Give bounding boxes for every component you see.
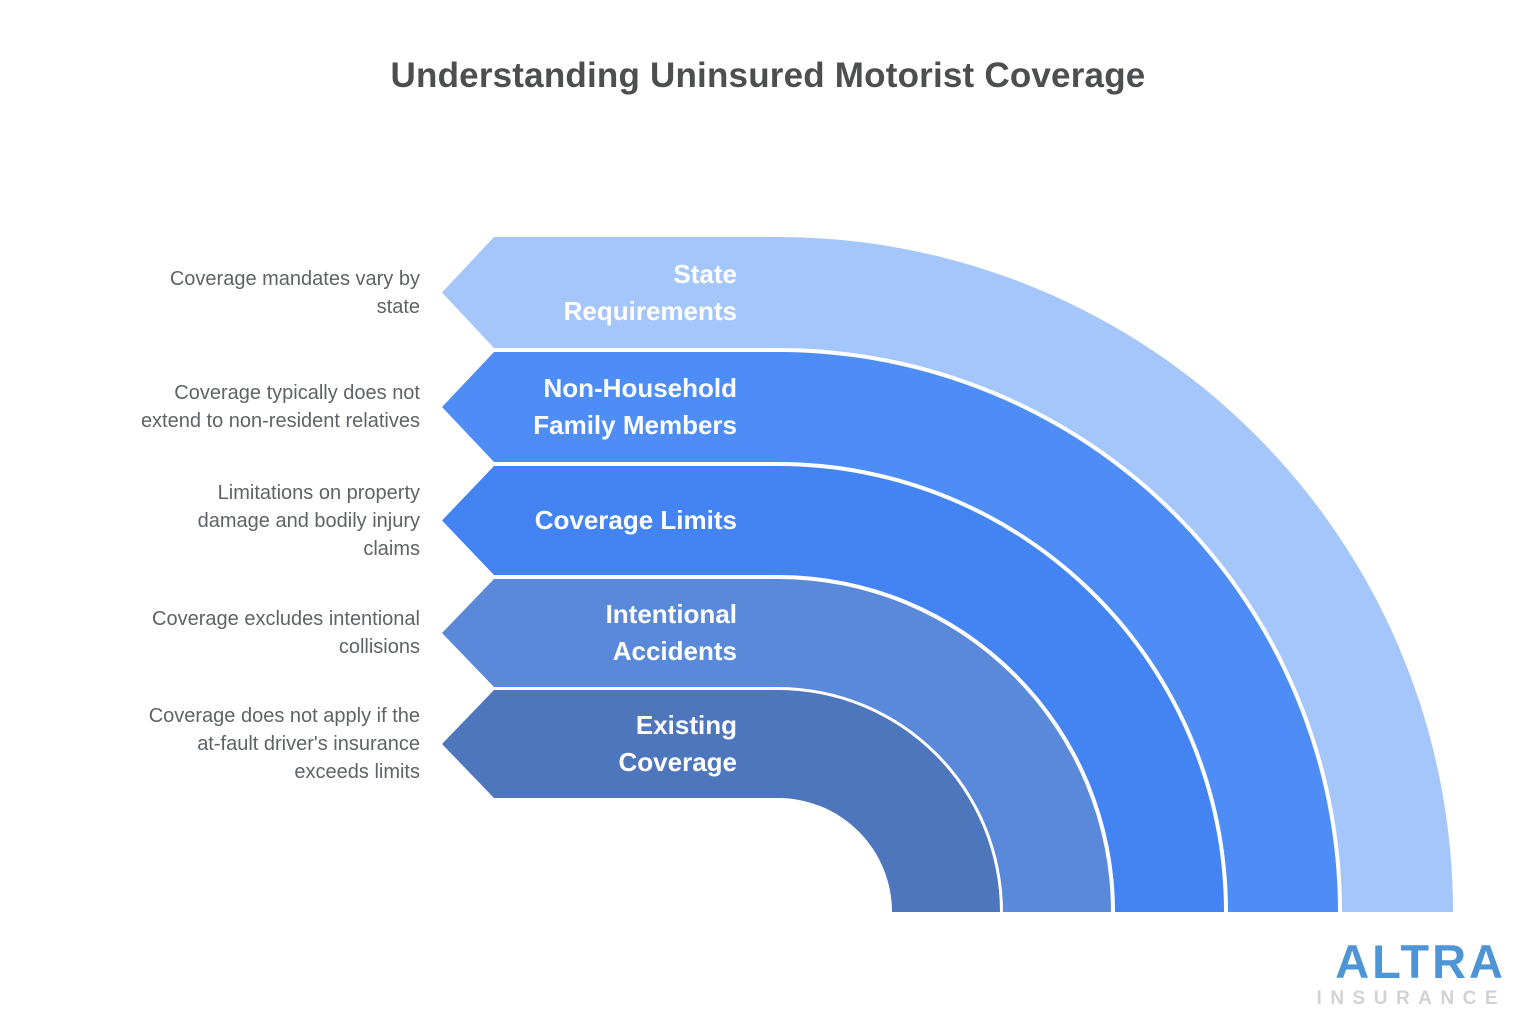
band-arc-1 [442, 237, 1453, 912]
band-description-3: Limitations on property damage and bodil… [197, 481, 420, 560]
band-label-3: Coverage Limits [534, 505, 737, 535]
band-label-1: State Requirements [563, 258, 737, 326]
band-arc-4 [442, 579, 1111, 912]
band-arc-5 [442, 690, 1000, 912]
band-label-2: Non-Household Family Members [533, 373, 737, 440]
page-title: Understanding Uninsured Motorist Coverag… [390, 56, 1146, 95]
band-arc-3 [442, 466, 1224, 912]
brand-logo: ALTRA INSURANCE [1317, 938, 1506, 1008]
band-arc-2 [442, 352, 1338, 912]
band-label-5: Existing Coverage [618, 710, 738, 777]
band-description-1: Coverage mandates vary by state [169, 267, 420, 318]
brand-subtext: INSURANCE [1316, 988, 1506, 1009]
band-description-2: Coverage typically does not extend to no… [140, 382, 420, 432]
band-description-4: Coverage excludes intentional collisions [152, 608, 420, 658]
brand-name: ALTRA [1335, 935, 1506, 988]
band-label-4: Intentional Accidents [605, 599, 737, 666]
band-description-5: Coverage does not apply if the at-fault … [148, 705, 420, 783]
